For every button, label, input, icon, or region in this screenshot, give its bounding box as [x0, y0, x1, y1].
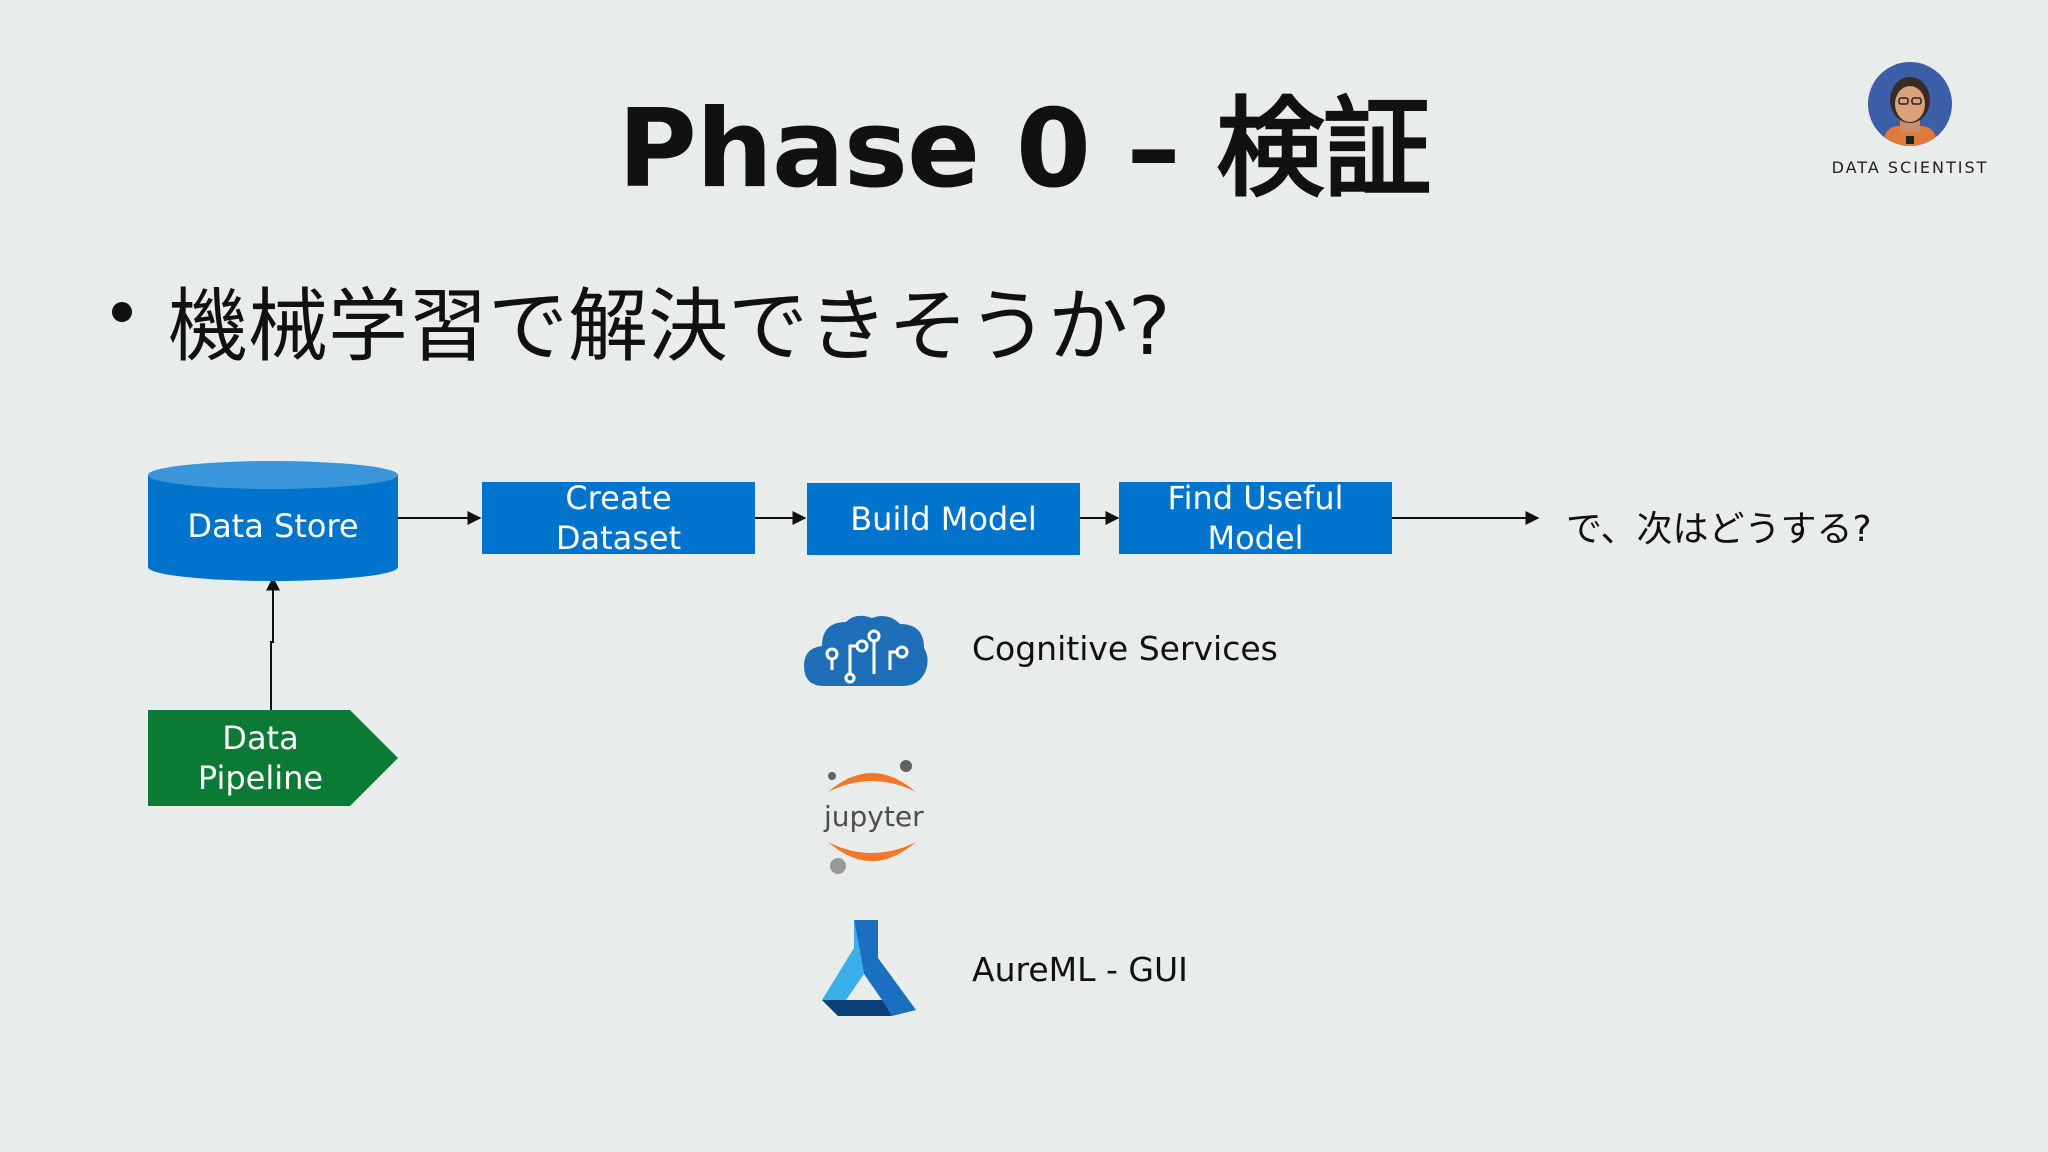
- data-store-node: Data Store: [148, 488, 398, 564]
- cognitive-services-icon: [804, 615, 928, 686]
- role-label: DATA SCIENTIST: [1831, 158, 1989, 177]
- data-pipeline-node: Data Pipeline: [148, 716, 373, 800]
- data-pipeline-label-line2: Pipeline: [197, 759, 324, 797]
- cognitive-services-label: Cognitive Services: [972, 629, 1278, 668]
- build-model-label: Build Model: [850, 500, 1037, 538]
- create-dataset-label-line1: Create: [565, 479, 672, 517]
- azureml-icon: [822, 920, 916, 1016]
- data-store-cylinder: [148, 461, 398, 581]
- slide-title: Phase 0 – 検証: [617, 87, 1431, 212]
- find-useful-model-label-line1: Find Useful: [1167, 479, 1344, 517]
- azureml-label: AureML - GUI: [972, 950, 1188, 989]
- bullet-marker: [112, 302, 132, 322]
- create-dataset-label-line2: Dataset: [555, 519, 682, 557]
- bullet-text: 機械学習で解決できそうか?: [168, 280, 1171, 373]
- data-scientist-avatar-icon: [1868, 62, 1952, 146]
- next-question-text: で、次はどうする?: [1566, 509, 1872, 550]
- create-dataset-node: Create Dataset: [482, 479, 755, 557]
- find-useful-model-node: Find Useful Model: [1119, 479, 1392, 557]
- data-store-label: Data Store: [187, 507, 359, 545]
- jupyter-icon: jupyter: [823, 760, 924, 874]
- arrow-pipeline-to-store: [266, 576, 280, 710]
- data-pipeline-label-line1: Data: [222, 719, 299, 757]
- jupyter-wordmark: jupyter: [823, 800, 924, 833]
- build-model-node: Build Model: [807, 483, 1080, 555]
- find-useful-model-label-line2: Model: [1207, 519, 1304, 557]
- data-pipeline-shape: [148, 710, 398, 806]
